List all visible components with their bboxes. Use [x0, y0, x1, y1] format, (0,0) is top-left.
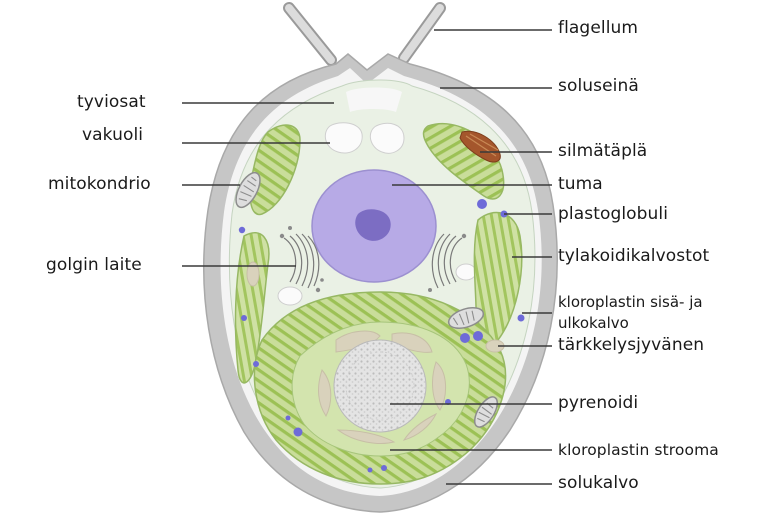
label-kloroplastin-strooma: kloroplastin strooma	[558, 440, 719, 460]
vacuole-4	[456, 264, 476, 280]
label-kloroplastin-kalvo-line2: ulkokalvo	[558, 314, 629, 333]
label-plastoglobuli: plastoglobuli	[558, 204, 668, 224]
label-solukalvo: solukalvo	[558, 473, 639, 493]
vacuole-2	[370, 123, 404, 153]
label-silmatapla: silmätäplä	[558, 141, 647, 161]
label-golgin-laite: golgin laite	[46, 255, 142, 275]
vacuole-3	[278, 287, 302, 305]
label-pyrenoidi: pyrenoidi	[558, 393, 638, 413]
label-kloroplastin-kalvo-line1: kloroplastin sisä- ja	[558, 293, 703, 312]
label-tuma: tuma	[558, 174, 603, 194]
label-mitokondrio: mitokondrio	[48, 174, 151, 194]
label-flagellum: flagellum	[558, 18, 638, 38]
pyrenoid	[334, 340, 426, 432]
label-tyviosat: tyviosat	[77, 92, 146, 112]
label-soluseina: soluseinä	[558, 76, 639, 96]
label-tylakoidikalvostot: tylakoidikalvostot	[558, 246, 709, 266]
vacuole-1	[325, 123, 362, 153]
label-tarkkelysjyvanen: tärkkelysjyvänen	[558, 335, 704, 355]
flagella	[289, 8, 440, 60]
label-vakuoli: vakuoli	[82, 125, 143, 145]
basal-bodies	[346, 88, 402, 113]
nucleus	[312, 170, 436, 282]
